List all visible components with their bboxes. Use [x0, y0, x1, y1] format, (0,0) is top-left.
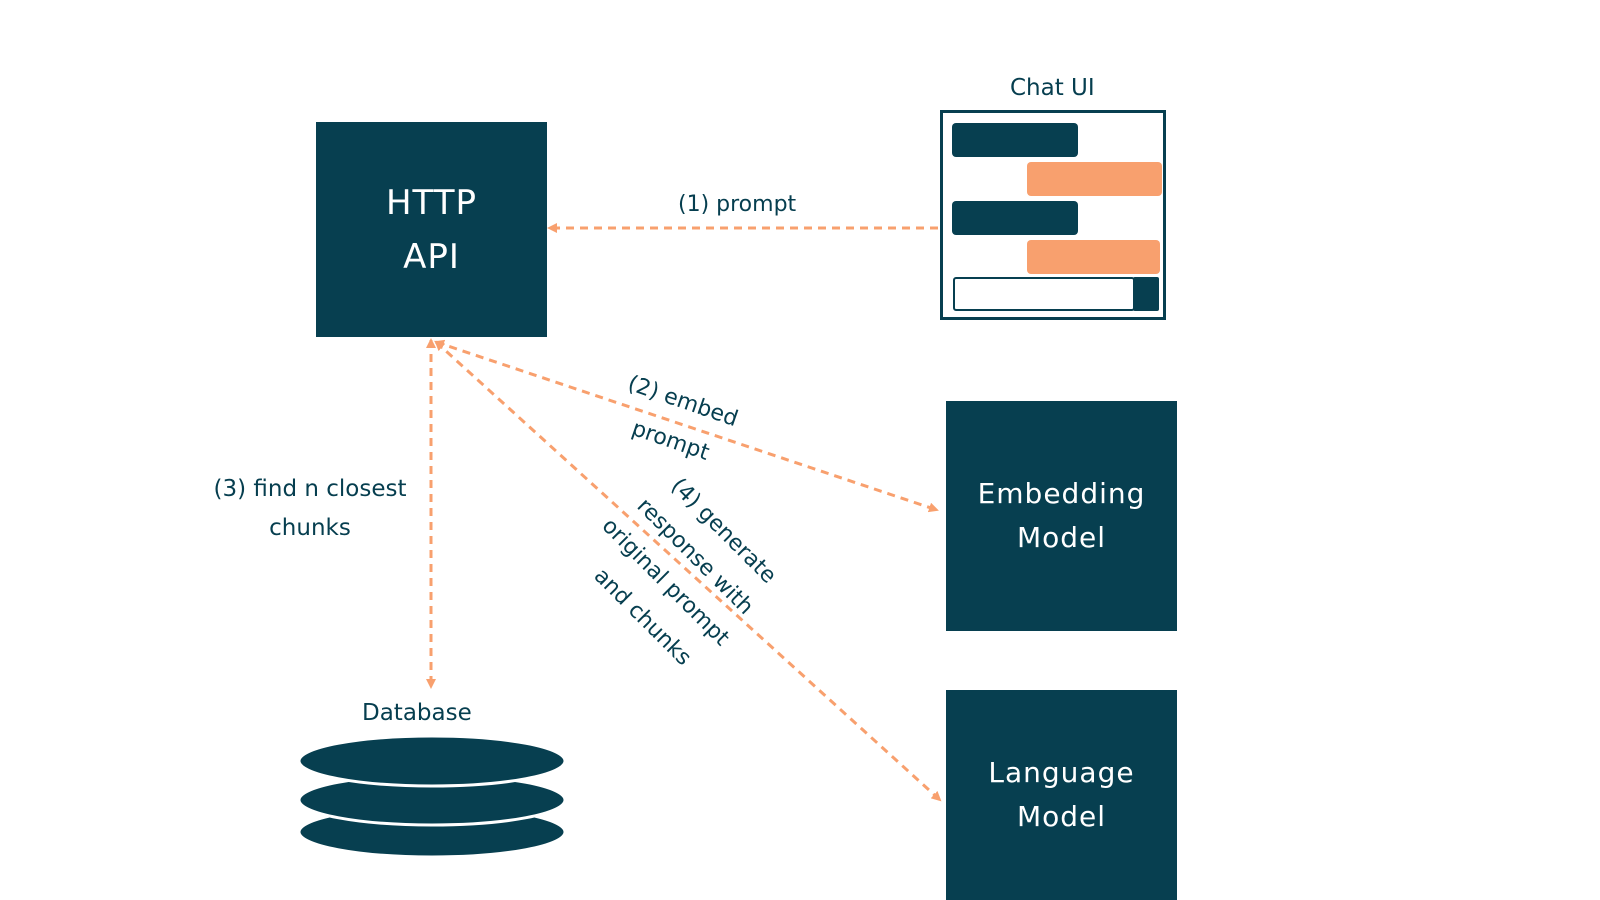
chat-ui-window [940, 110, 1166, 320]
edge-label-find-line1: (3) find n closest [213, 476, 407, 502]
edge-label-find-line2: chunks [269, 515, 351, 541]
http-api-label-line2: API [403, 236, 460, 277]
chat-ui-title: Chat UI [1010, 75, 1095, 101]
chat-message-bubble [952, 123, 1078, 157]
embedding-model-label-line1: Embedding [977, 477, 1146, 510]
chat-reply-bubble [1027, 162, 1162, 196]
database-icon [297, 734, 567, 859]
http-api-box: HTTP API [316, 122, 547, 337]
http-api-label-line1: HTTP [385, 182, 477, 223]
chat-reply-bubble [1027, 240, 1160, 274]
database-title: Database [362, 700, 472, 726]
language-model-label-line1: Language [988, 756, 1135, 789]
language-model-box: Language Model [946, 690, 1177, 900]
edge-label-find: (3) find n closest chunks [190, 470, 430, 548]
chat-send-button [1133, 277, 1159, 311]
chat-input-field [953, 277, 1135, 311]
arrow-generate [434, 340, 942, 802]
chat-message-bubble [952, 201, 1078, 235]
edge-label-prompt: (1) prompt [678, 192, 797, 217]
embedding-model-box: Embedding Model [946, 401, 1177, 631]
embedding-model-label-line2: Model [1016, 521, 1107, 554]
language-model-label-line2: Model [1016, 800, 1107, 833]
